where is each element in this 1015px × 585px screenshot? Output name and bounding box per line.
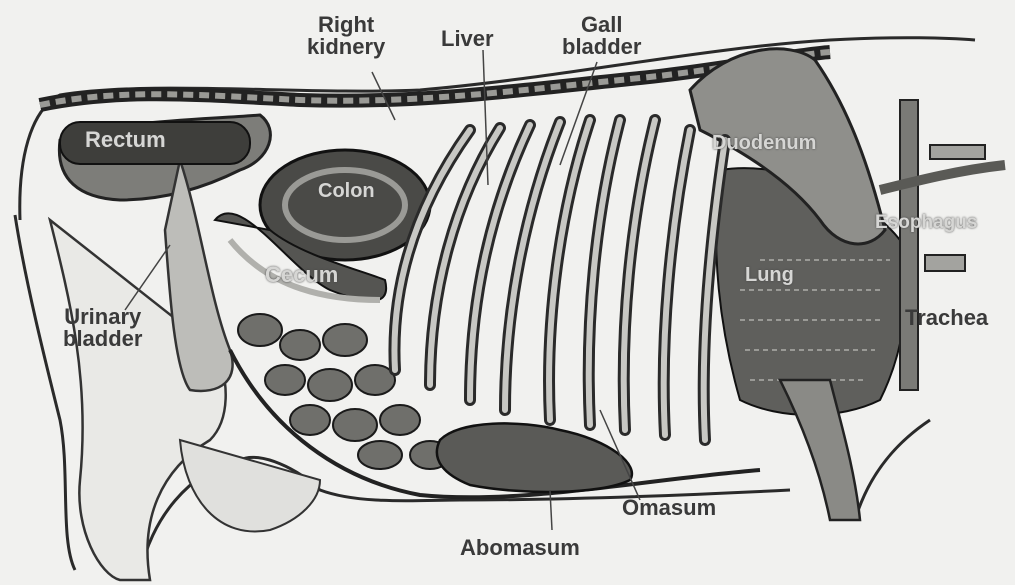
label-omasum: Omasum [622,497,716,519]
label-duodenum: Duodenum [712,132,816,154]
label-esophagus: Esophagus [875,212,977,234]
trachea [900,100,918,390]
label-rectum: Rectum [85,129,166,151]
label-trachea: Trachea [905,307,988,329]
label-urinary-bladder: Urinary bladder [63,306,142,350]
abomasum [437,423,632,492]
label-abomasum: Abomasum [460,537,580,559]
small-intestine [238,314,450,469]
label-gall-bladder: Gall bladder [562,14,641,58]
neck-vertebra [925,145,985,271]
udder [180,440,320,532]
label-liver: Liver [441,28,494,50]
label-cecum: Cecum [265,264,338,286]
esophagus [880,165,1005,190]
label-colon: Colon [318,180,375,202]
label-right-kidney: Right kidnery [307,14,385,58]
label-lung: Lung [745,264,794,286]
